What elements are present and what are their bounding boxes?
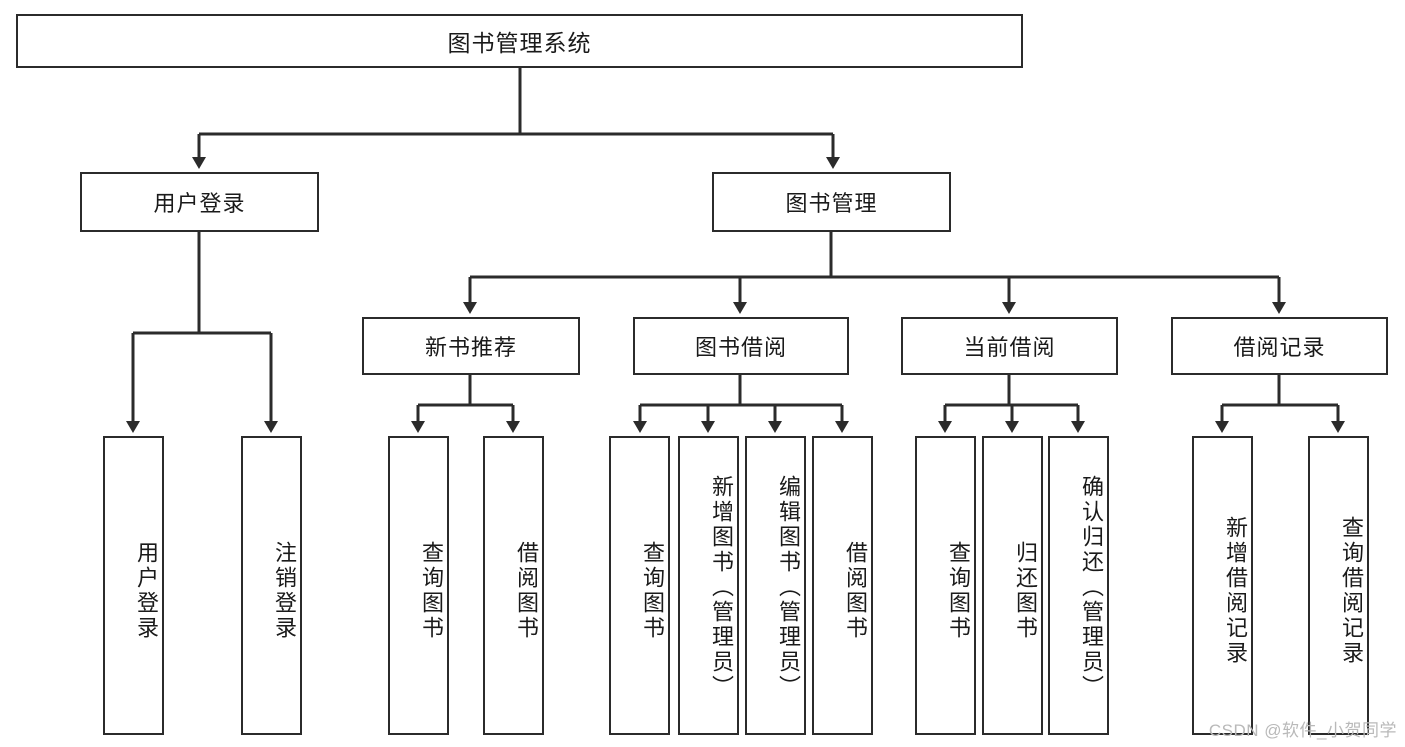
node-user-login[interactable]: 用户登录 [80, 172, 319, 232]
leaf-borrow-record-query[interactable]: 查询借阅记录 [1308, 436, 1369, 735]
csdn-watermark: CSDN @软件_小贺同学 [1208, 721, 1397, 740]
leaf-user-login-signout[interactable]: 注销登录 [241, 436, 302, 735]
leaf-current-borrow-confirm-return[interactable]: 确认归还（管理员） [1048, 436, 1109, 735]
leaf-book-borrow-query[interactable]: 查询图书 [609, 436, 670, 735]
leaf-book-borrow-add[interactable]: 新增图书（管理员） [678, 436, 739, 735]
leaf-current-borrow-return[interactable]: 归还图书 [982, 436, 1043, 735]
node-current-borrow[interactable]: 当前借阅 [901, 317, 1118, 375]
leaf-current-borrow-query[interactable]: 查询图书 [915, 436, 976, 735]
node-book-management[interactable]: 图书管理 [712, 172, 951, 232]
node-root-system[interactable]: 图书管理系统 [16, 14, 1023, 68]
leaf-borrow-record-add[interactable]: 新增借阅记录 [1192, 436, 1253, 735]
leaf-book-borrow-edit[interactable]: 编辑图书（管理员） [745, 436, 806, 735]
leaf-new-book-query[interactable]: 查询图书 [388, 436, 449, 735]
leaf-new-book-borrow[interactable]: 借阅图书 [483, 436, 544, 735]
node-borrow-record[interactable]: 借阅记录 [1171, 317, 1388, 375]
leaf-user-login-signin[interactable]: 用户登录 [103, 436, 164, 735]
leaf-book-borrow-borrow[interactable]: 借阅图书 [812, 436, 873, 735]
node-book-borrow[interactable]: 图书借阅 [633, 317, 849, 375]
node-new-book-recommend[interactable]: 新书推荐 [362, 317, 580, 375]
